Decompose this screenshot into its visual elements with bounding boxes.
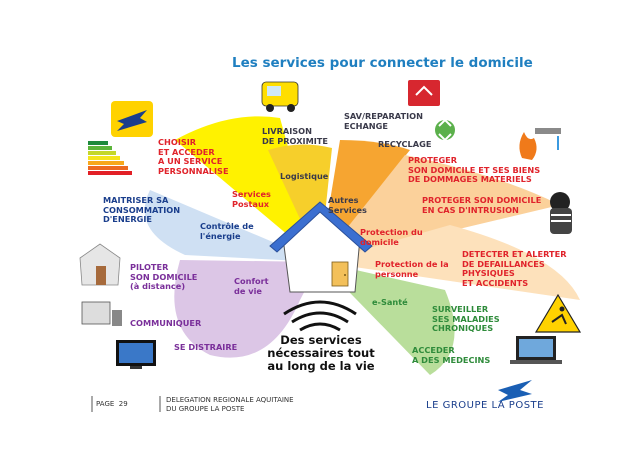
tv-screen-icon xyxy=(116,340,156,369)
label-surveiller: SURVEILLER SES MALADIES CHRONIQUES xyxy=(432,304,500,333)
footer-org-line1: DELEGATION REGIONALE AQUITAINE xyxy=(166,396,294,404)
burglar-icon xyxy=(550,192,572,234)
recycle-icon xyxy=(435,118,455,142)
wifi-waves-icon xyxy=(283,300,357,332)
label-controle-energie: Contrôle de l'énergie xyxy=(200,221,254,241)
house-icon xyxy=(269,201,373,293)
label-choisir: CHOISIR ET ACCEDER A UN SERVICE PERSONNA… xyxy=(158,137,229,176)
label-piloter: PILOTER SON DOMICILE (à distance) xyxy=(130,262,198,291)
label-protection-personne: Protection de la personne xyxy=(375,259,449,279)
label-services-postaux: Services Postaux xyxy=(232,189,271,209)
postal-logo-icon xyxy=(111,101,153,137)
label-detecter: DETECTER ET ALERTER DE DEFAILLANCES PHYS… xyxy=(462,249,567,288)
la-poste-bird-icon xyxy=(498,380,532,402)
laptop-doctor-icon xyxy=(510,336,562,364)
footer-org-line2: DU GROUPE LA POSTE xyxy=(166,405,245,413)
label-proteger-biens: PROTEGER SON DOMICILE ET SES BIENS DE DO… xyxy=(408,155,541,184)
brand-name: LE GROUPE LA POSTE xyxy=(426,400,544,411)
label-distraire: SE DISTRAIRE xyxy=(174,342,238,352)
energy-rating-icon xyxy=(88,141,132,175)
label-recyclage: RECYCLAGE xyxy=(378,139,432,149)
label-autres-services: Autres Services xyxy=(328,195,367,215)
sector-person-protection xyxy=(320,225,580,300)
repair-box-icon xyxy=(408,80,440,106)
label-logistique: Logistique xyxy=(280,171,329,181)
center-label: Des services nécessaires tout au long de… xyxy=(267,333,375,373)
utility-vehicle-icon xyxy=(261,81,299,112)
computer-phone-icon xyxy=(81,301,122,326)
label-maitriser: MAITRISER SA CONSOMMATION D'ENERGIE xyxy=(103,195,181,224)
fire-water-icon xyxy=(519,128,561,160)
label-livraison: LIVRAISON DE PROXIMITE xyxy=(262,126,328,146)
label-acceder: ACCEDER A DES MEDECINS xyxy=(412,345,491,365)
label-communiquer: COMMUNIQUER xyxy=(130,318,202,328)
label-confort: Confort de vie xyxy=(234,276,269,296)
page-number: PAGE 29 xyxy=(96,400,128,408)
fall-alert-icon xyxy=(534,293,582,333)
label-protection-domicile: Protection du domicile xyxy=(360,227,423,247)
sector-comfort xyxy=(174,260,320,358)
label-proteger-intrusion: PROTEGER SON DOMICILE EN CAS D'INTRUSION xyxy=(422,195,542,215)
sector-home-protection xyxy=(320,155,560,262)
slide-title: Les services pour connecter le domicile xyxy=(232,55,533,71)
label-esante: e-Santé xyxy=(372,297,408,307)
smart-home-icon xyxy=(79,243,121,286)
label-sav: SAV/REPARATION ECHANGE xyxy=(344,111,423,131)
